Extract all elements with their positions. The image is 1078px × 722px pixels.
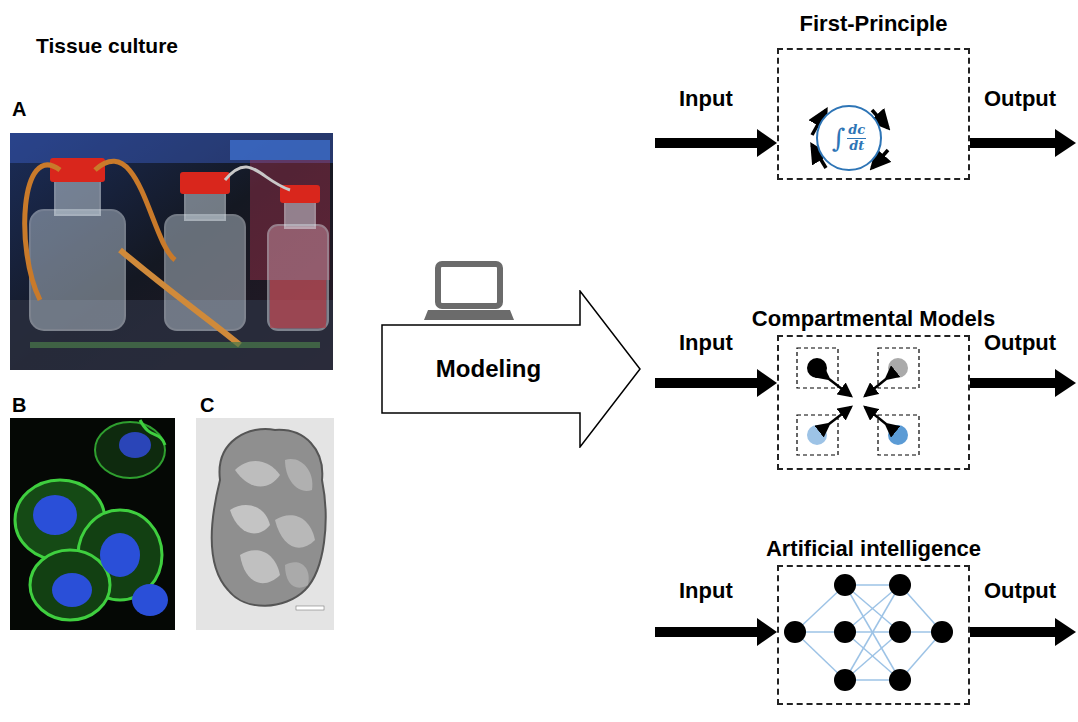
output-label: Output [984, 86, 1056, 111]
panel-letter: C [200, 394, 214, 417]
bioreactor-photo [10, 133, 333, 370]
panel-letter: A [12, 98, 26, 121]
output-label: Output [984, 330, 1056, 355]
output-label: Output [984, 578, 1056, 603]
denominator: dt [849, 139, 864, 153]
model-heading: Artificial intelligence [766, 536, 981, 561]
model-box: First-Principle∫dcdt [777, 48, 970, 180]
model-box: Artificial intelligence [777, 565, 970, 705]
compartments [797, 348, 919, 455]
section-heading: Tissue culture [36, 34, 178, 58]
input-label: Input [679, 578, 733, 603]
neural-network [784, 574, 953, 691]
input-label: Input [679, 86, 733, 111]
arrow-label: Modeling [436, 355, 541, 383]
model-box: Compartmental Models [777, 335, 970, 470]
integral-sign: ∫ [832, 125, 846, 151]
model-heading: Compartmental Models [752, 306, 995, 331]
sem-image [196, 418, 334, 630]
model-heading: First-Principle [800, 11, 948, 36]
panel-letter: B [12, 394, 26, 417]
laptop-icon [424, 264, 514, 320]
flow-arrows [655, 129, 1076, 646]
numerator: dc [847, 123, 866, 138]
fraction: dcdt [847, 123, 866, 153]
input-label: Input [679, 330, 733, 355]
fluorescence-image [10, 418, 175, 630]
modeling-arrow: Modeling [381, 290, 641, 448]
equation-circle: ∫dcdt [816, 105, 882, 171]
